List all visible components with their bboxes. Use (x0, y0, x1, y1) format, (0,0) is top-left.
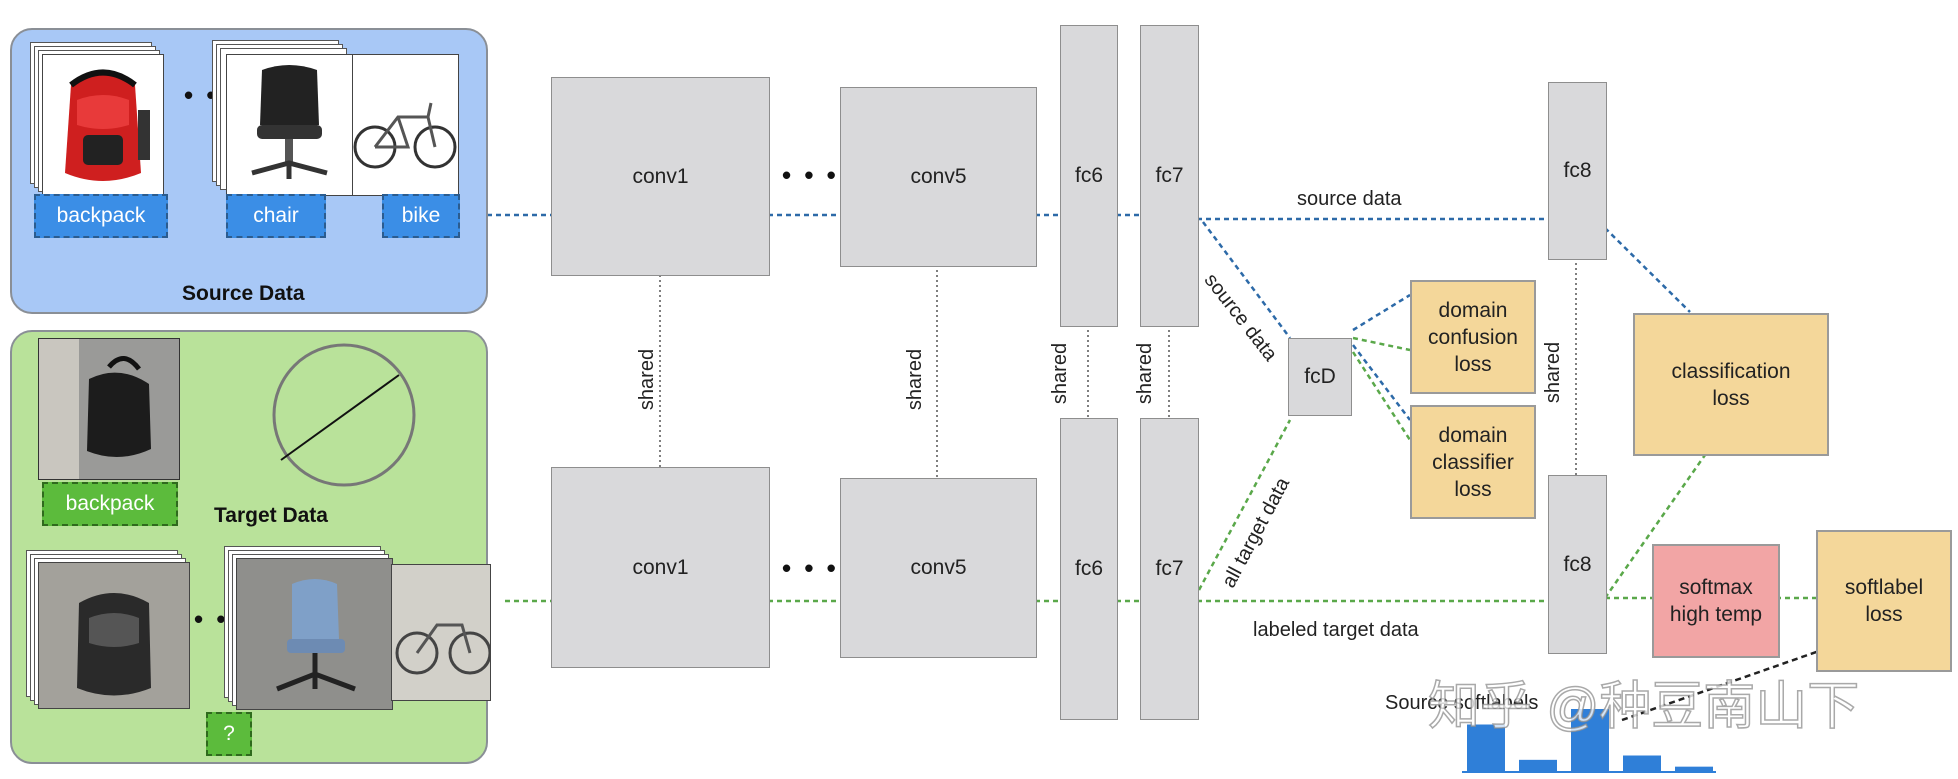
target-data-path (505, 336, 1816, 603)
shared-links (659, 258, 1577, 478)
bike-photo (352, 54, 459, 196)
target-backpack-stack (26, 550, 196, 710)
source-softlabels-caption: Source softlabels (1385, 692, 1539, 714)
target-label-backpack: backpack (42, 482, 178, 526)
chair-photo (226, 54, 353, 196)
source-data-path (487, 213, 1691, 421)
softlabel-bar (1519, 759, 1557, 771)
fc8-source: fc8 (1548, 82, 1607, 260)
shared-label-conv1: shared (636, 348, 659, 411)
ellipsis: • • (184, 80, 219, 110)
fc7-source: fc7 (1140, 25, 1199, 327)
fcD-layer: fcD (1288, 338, 1352, 416)
classification-loss: classification loss (1633, 313, 1829, 456)
layer-ellipsis-bottom: • • • (782, 553, 839, 583)
target-chair-stack (224, 546, 491, 716)
softlabel-bar (1571, 709, 1609, 771)
edge-label-labeled-target-data: labeled target data (1253, 619, 1419, 641)
fc6-target: fc6 (1060, 418, 1118, 720)
softlabel-bar (1675, 766, 1713, 771)
conv1-target: conv1 (551, 467, 770, 668)
watermark: 知乎 @种豆南山下 (1427, 677, 1860, 737)
backpack-photo (38, 562, 190, 709)
softlabel-link (1621, 648, 1823, 722)
shared-label-conv5: shared (904, 348, 927, 411)
bike-photo (391, 564, 491, 701)
source-data-panel: • • backpack chair bike Source Data (10, 28, 488, 314)
ellipsis: • • (194, 604, 229, 634)
softlabel-loss: softlabel loss (1816, 530, 1952, 672)
chair-photo (236, 558, 393, 710)
target-data-panel: backpack Target Data • • (10, 330, 491, 764)
backpack-photo (42, 54, 164, 196)
layer-ellipsis-top: • • • (782, 160, 839, 190)
target-backpack-photo (38, 338, 180, 480)
softlabel-bar (1623, 755, 1661, 771)
source-label-backpack: backpack (34, 194, 168, 238)
softlabel-bar (1467, 724, 1505, 771)
conv5-target: conv5 (840, 478, 1037, 658)
domain-classifier-loss: domain classifier loss (1410, 405, 1536, 519)
conv5-source: conv5 (840, 87, 1037, 267)
source-label-bike: bike (382, 194, 460, 238)
shared-label-fc8: shared (1542, 341, 1565, 404)
target-label-unknown: ? (206, 712, 252, 756)
chair-image-stack (212, 40, 459, 196)
shared-label-fc6: shared (1049, 342, 1072, 405)
conv1-source: conv1 (551, 77, 770, 276)
fc8-target: fc8 (1548, 475, 1607, 654)
softmax-high-temp: softmax high temp (1652, 544, 1780, 658)
fc6-source: fc6 (1060, 25, 1118, 327)
circle-slash-icon (272, 343, 416, 487)
source-label-chair: chair (226, 194, 326, 238)
shared-label-fc7: shared (1134, 342, 1157, 405)
source-data-title: Source Data (182, 282, 305, 305)
source-softlabel-bars (1467, 709, 1713, 771)
edge-label-source-data: source data (1297, 188, 1402, 210)
target-data-title: Target Data (214, 504, 328, 527)
fc7-target: fc7 (1140, 418, 1199, 720)
backpack-image-stack (30, 42, 164, 196)
domain-confusion-loss: domain confusion loss (1410, 280, 1536, 394)
